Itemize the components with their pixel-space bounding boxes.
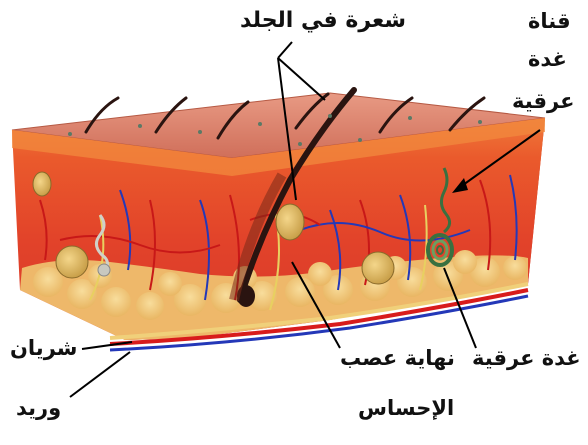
duct-label-line2: غدة (528, 44, 567, 74)
nerve-label-line2: الإحساس (358, 393, 454, 423)
artery-label: شريان (10, 333, 77, 363)
nerve-label-line1: نهاية عصب (340, 343, 455, 373)
duct-label-line3: عرقية (512, 86, 574, 116)
hair-pointer-1 (278, 42, 292, 58)
vein-pointer (70, 352, 130, 397)
hair-label: شعرة في الجلد (240, 6, 406, 36)
sweat-gland-label: غدة عرقية (472, 343, 581, 373)
vein-label: وريد (16, 393, 61, 423)
duct-label-line1: قناة (528, 6, 571, 36)
hair-pointer-3 (278, 58, 325, 100)
